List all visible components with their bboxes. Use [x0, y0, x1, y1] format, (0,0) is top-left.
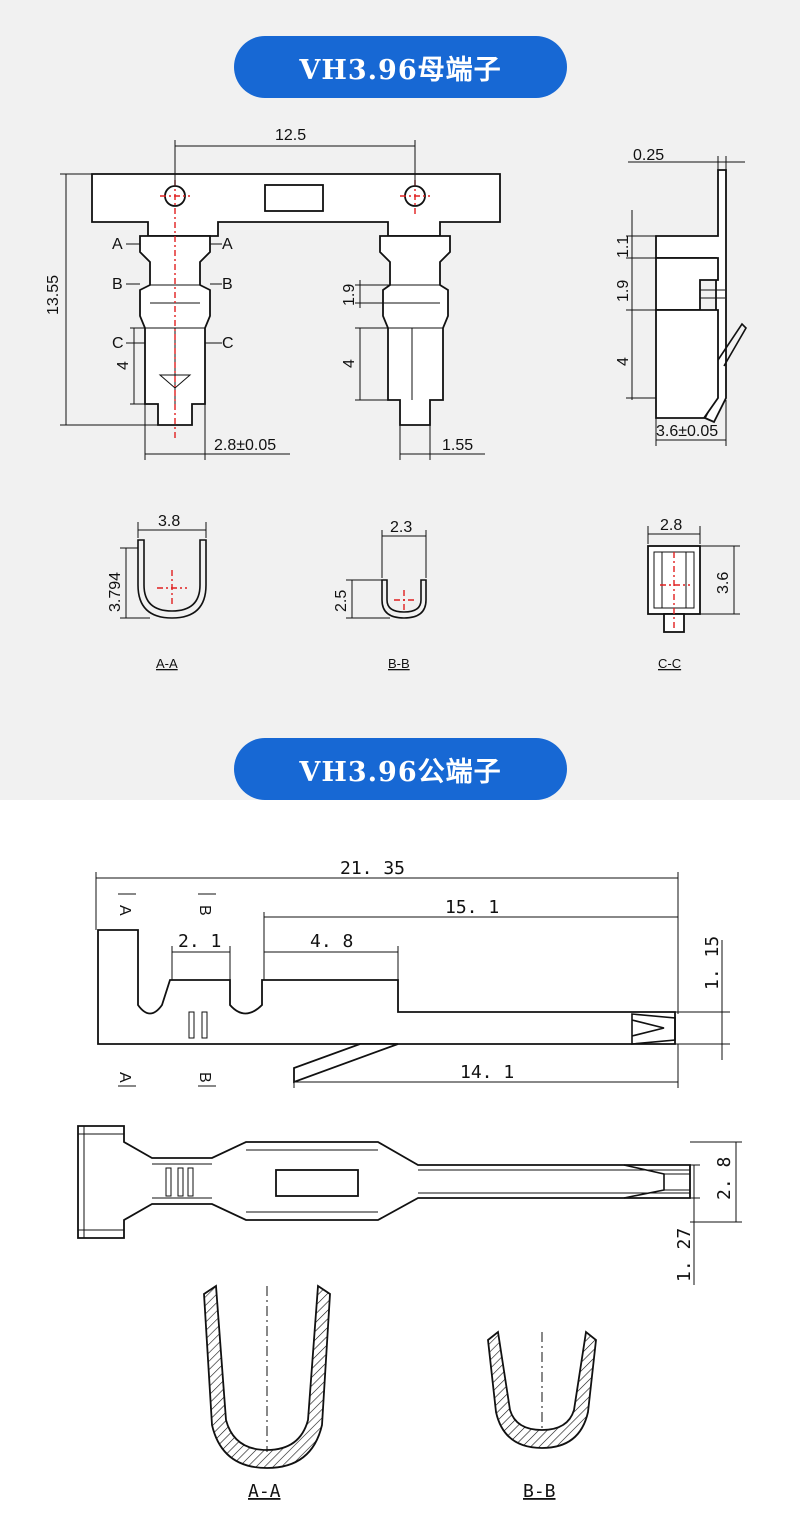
dim-21-35: 21. 35 [340, 858, 405, 879]
female-terminal-title: VH3.96母端子 [234, 36, 567, 98]
label-bb: B-B [388, 656, 410, 671]
dim-14-1: 14. 1 [460, 1062, 514, 1083]
dim-15-1: 15. 1 [445, 897, 499, 918]
dim-1-9-front: 1.9 [341, 284, 358, 306]
mark-b-top: B [196, 905, 213, 916]
dim-4-right: 4 [341, 359, 358, 368]
dim-0-25: 0.25 [633, 147, 664, 164]
male-section-bb: B-B [487, 1330, 597, 1502]
label-aa-male: A-A [248, 1481, 281, 1502]
label-aa: A-A [156, 656, 178, 671]
mark-c-right: C [222, 335, 234, 352]
dim-12-5: 12.5 [275, 127, 306, 144]
dim-2-5: 2.5 [333, 590, 350, 612]
male-side-view: 21. 35 15. 1 2. 1 4. 8 1. 15 14. 1 A A B… [95, 858, 730, 1088]
mark-b-bottom: B [196, 1072, 213, 1083]
female-section-aa: 3.8 3.794 A-A [107, 513, 207, 671]
dim-3-8: 3.8 [158, 513, 180, 530]
dim-4-8: 4. 8 [310, 931, 353, 952]
mark-c-left: C [112, 335, 124, 352]
male-plan-view: 2. 8 1. 27 [77, 1125, 742, 1285]
dim-1-1: 1.1 [615, 236, 632, 258]
female-side-view: 0.25 1.1 1.9 4 3.6±0.05 [615, 147, 748, 446]
dim-2-8: 2.8±0.05 [214, 437, 276, 454]
male-section-aa: A-A [203, 1284, 331, 1502]
dim-4-side: 4 [615, 357, 632, 366]
dim-1-27: 1. 27 [674, 1228, 695, 1282]
mark-b-right: B [222, 276, 233, 293]
dim-3-794: 3.794 [107, 572, 124, 612]
mark-a-top: A [116, 905, 133, 916]
mark-a-bottom: A [116, 1072, 133, 1083]
dim-2-8-male: 2. 8 [714, 1157, 735, 1200]
dim-2-3: 2.3 [390, 519, 412, 536]
mark-a-left: A [112, 236, 123, 253]
male-terminal-title: VH3.96公端子 [234, 738, 567, 800]
dim-1-15: 1. 15 [702, 936, 723, 990]
dim-13-55: 13.55 [45, 275, 62, 315]
dim-4-left: 4 [115, 361, 132, 370]
female-front-view: 12.5 13.55 A A B B C C 4 1.9 4 2.8±0 [45, 127, 501, 460]
dim-1-9-side: 1.9 [615, 280, 632, 302]
label-cc: C-C [658, 656, 681, 671]
dim-3-6: 3.6±0.05 [656, 423, 718, 440]
dim-1-55: 1.55 [442, 437, 473, 454]
strip-window [264, 184, 324, 212]
mark-a-right: A [222, 236, 233, 253]
dim-2-1: 2. 1 [178, 931, 221, 952]
dim-3-6-cc: 3.6 [715, 572, 732, 594]
mark-b-left: B [112, 276, 123, 293]
label-bb-male: B-B [523, 1481, 556, 1502]
female-section-cc: 2.8 3.6 C-C [647, 517, 740, 671]
female-section-bb: 2.3 2.5 B-B [333, 519, 427, 671]
dim-2-8-cc: 2.8 [660, 517, 682, 534]
